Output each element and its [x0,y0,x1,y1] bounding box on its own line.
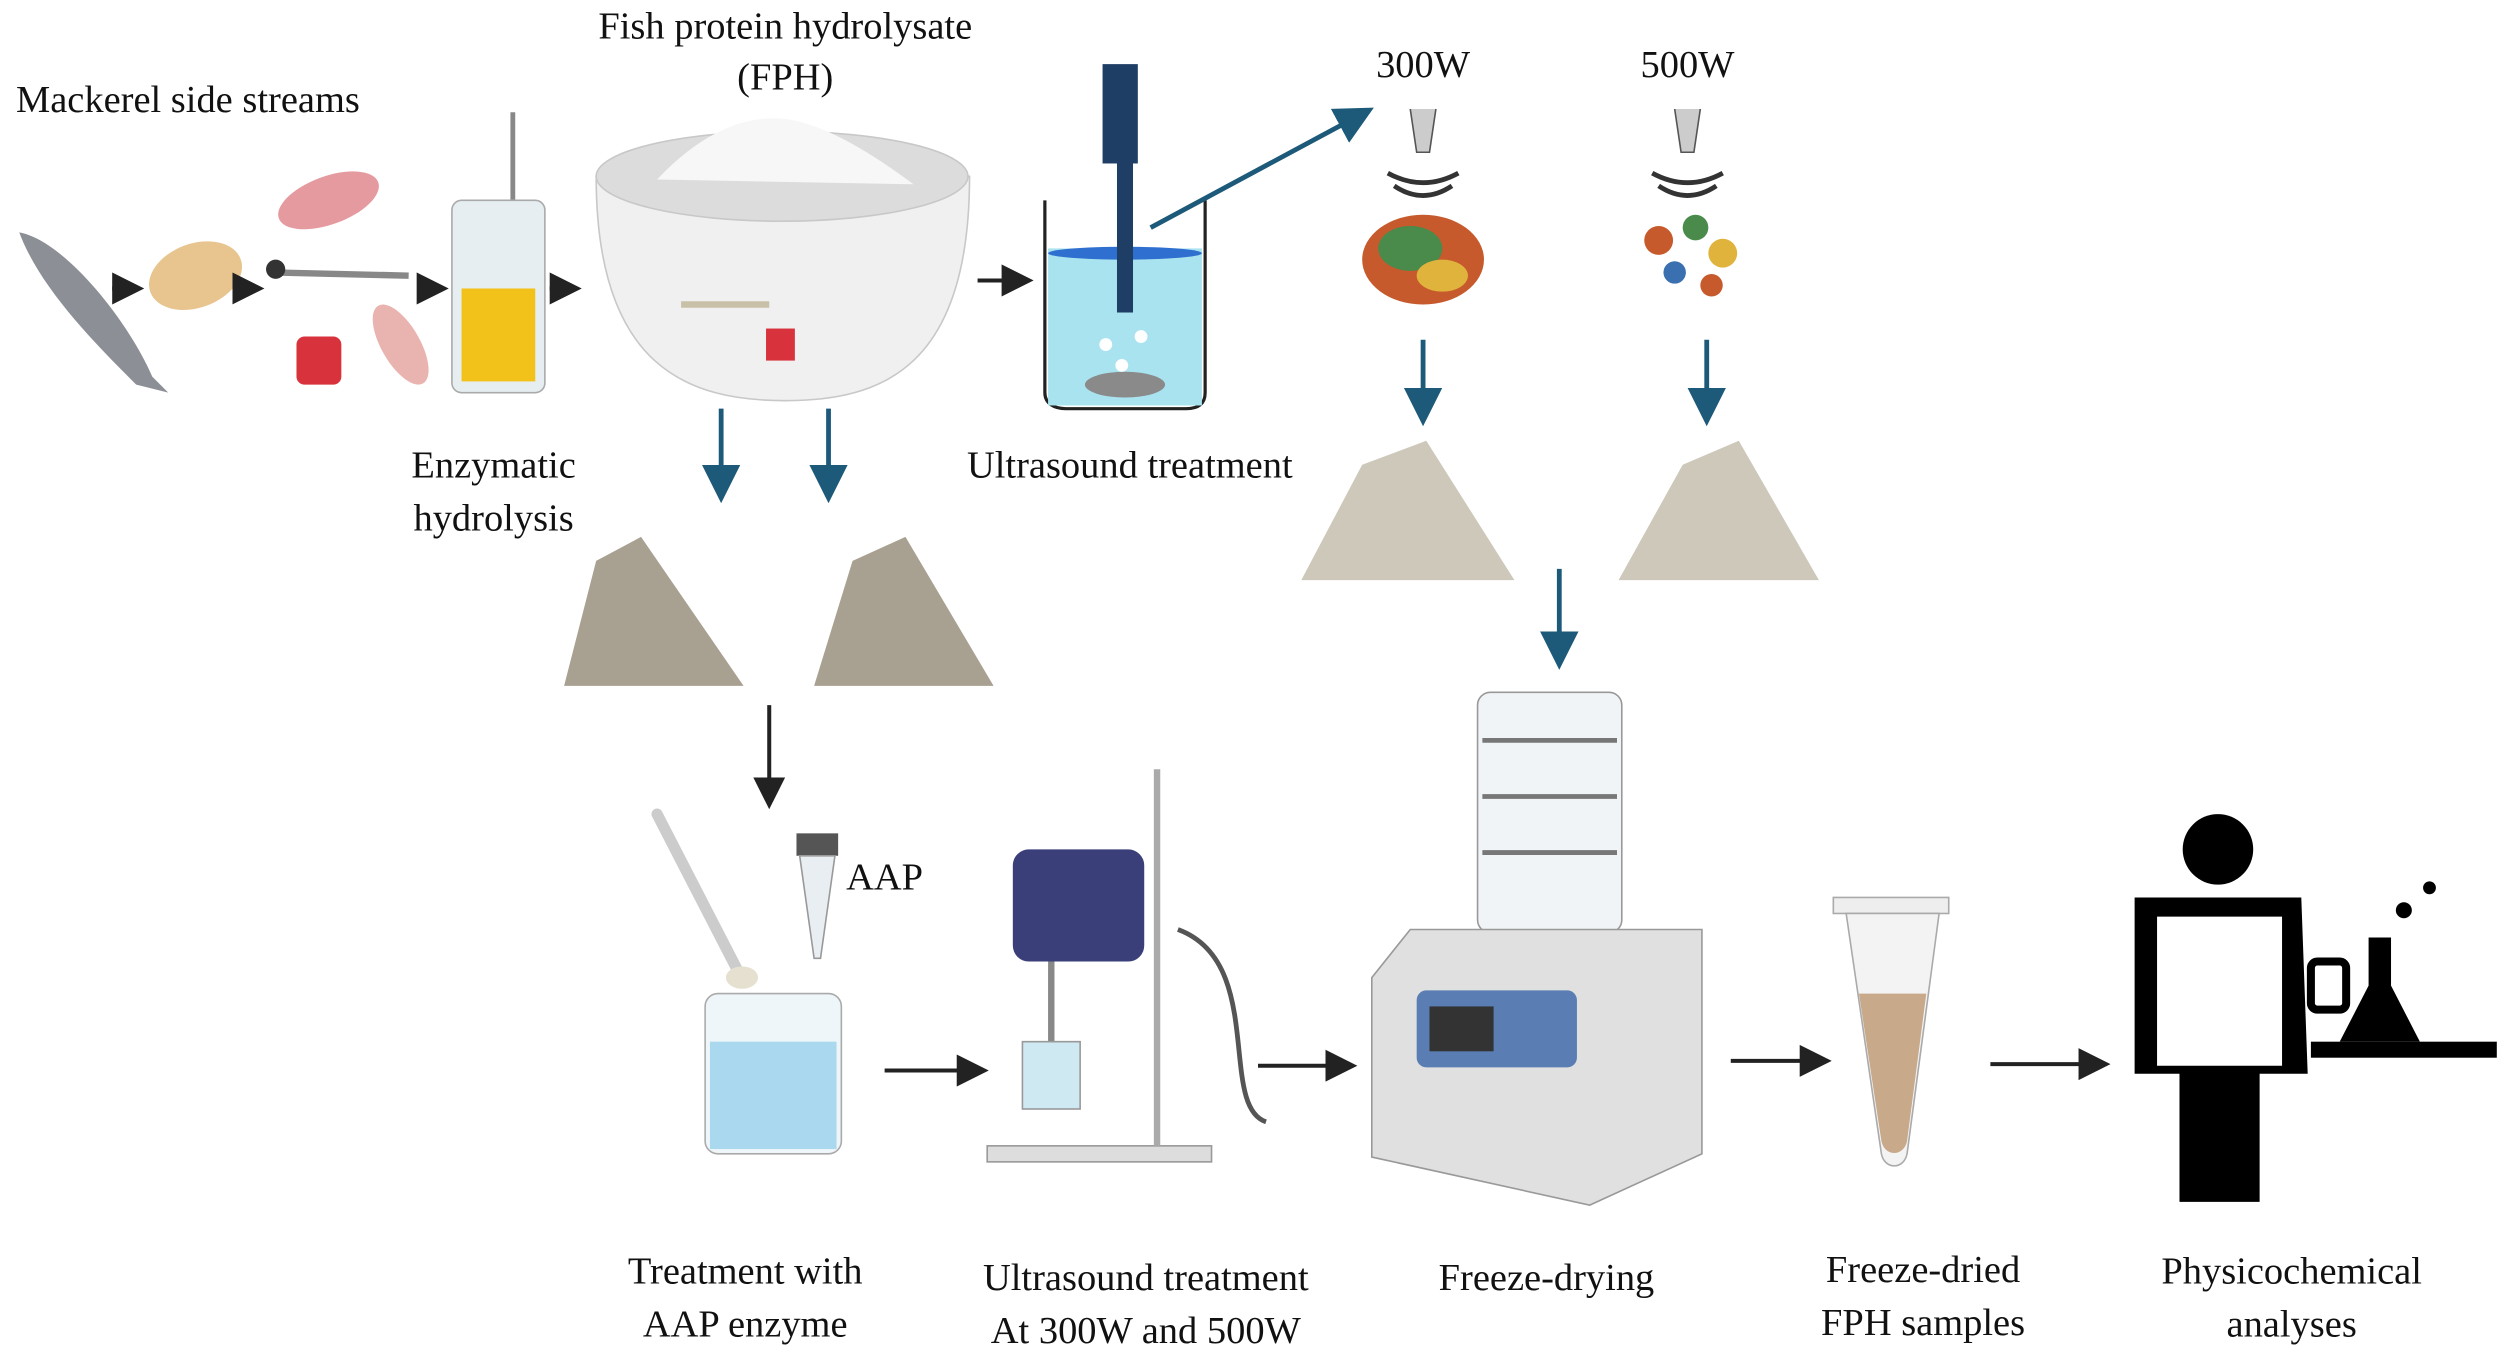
label-aap: AAP [846,856,923,898]
step-label-line1: Treatment with [628,1251,863,1293]
label-enzymatic: Enzymatic [411,445,575,487]
step-physicochemical-analyses: Physicochemical analyses [2161,1251,2422,1346]
mackerel-fish-icon [19,232,169,393]
label-fph-title: Fish protein hydrolysate [598,5,972,47]
step-freeze-drying: Freeze-drying [1439,1257,1655,1299]
step-aap-treatment: Treatment with AAP enzyme [628,1251,863,1346]
ultrasonic-homogenizer-icon [986,769,1268,1163]
sample-tube-icon [1832,896,1950,1167]
sonication-500w-icon [1644,108,1738,297]
step-label-line1: Freeze-drying [1439,1257,1655,1299]
step-label-line2: FPH samples [1821,1302,2025,1344]
label-fph-abbr: (FPH) [737,57,833,99]
powder-pile-500w-icon [1618,440,1819,581]
powder-pile-right-icon [814,536,994,686]
side-streams-icon [266,171,429,385]
ultrasound-beaker-icon [1043,64,1207,411]
aap-beaker-icon [651,808,843,1155]
bioreactor-icon [451,112,546,394]
label-ultrasound-top: Ultrasound treatment [967,445,1293,487]
powder-pile-300w-icon [1301,440,1515,581]
powder-pile-left-icon [564,536,744,686]
fph-bowl-icon [595,118,971,402]
step-label-line2: analyses [2227,1304,2357,1346]
label-mackerel: Mackerel side streams [16,79,360,121]
scientist-icon [2134,814,2497,1202]
step-label-line1: Freeze-dried [1826,1249,2020,1291]
label-500w: 500W [1641,44,1736,86]
sonication-300w-icon [1362,108,1484,305]
step-freeze-dried-samples: Freeze-dried FPH samples [1821,1249,2025,1344]
step-label-line2: At 300W and 500W [991,1310,1302,1352]
step-label-line1: Ultrasound treatment [983,1257,1309,1299]
label-hydrolysis: hydrolysis [413,497,573,539]
fillet-icon [149,241,243,310]
label-300w: 300W [1376,44,1471,86]
freeze-dryer-icon [1370,691,1703,1206]
step-label-line2: AAP enzyme [643,1304,848,1346]
step-label-line1: Physicochemical [2161,1251,2422,1293]
step-ultrasound: Ultrasound treatment At 300W and 500W [983,1257,1309,1352]
